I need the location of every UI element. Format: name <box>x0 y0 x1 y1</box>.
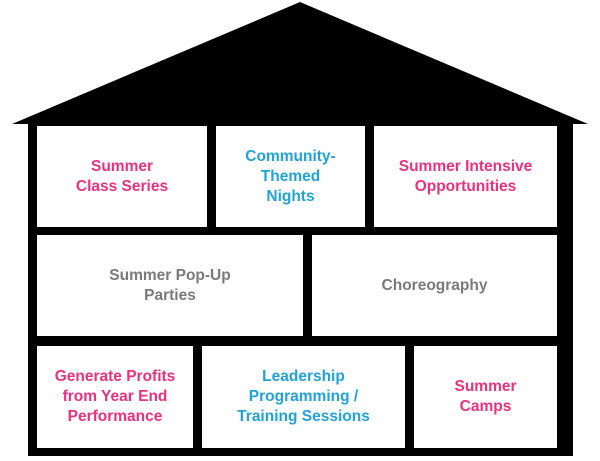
roof <box>12 2 588 124</box>
room-label: Community- Themed Nights <box>245 147 336 205</box>
house-body: Summer Class Series Community- Themed Ni… <box>28 118 573 456</box>
room-community-themed-nights: Community- Themed Nights <box>216 126 365 227</box>
room-leadership-programming: Leadership Programming / Training Sessio… <box>202 346 405 448</box>
room-label: Summer Camps <box>454 378 517 415</box>
room-label: Choreography <box>381 276 488 294</box>
room-summer-pop-up-parties: Summer Pop-Up Parties <box>37 235 303 336</box>
room-label: Leadership Programming / Training Sessio… <box>237 368 370 425</box>
room-summer-class-series: Summer Class Series <box>37 126 207 227</box>
room-label: Generate Profits from Year End Performan… <box>54 368 176 425</box>
room-summer-intensive-opportunities: Summer Intensive Opportunities <box>374 126 557 227</box>
room-label: Summer Intensive Opportunities <box>398 157 533 195</box>
room-label: Summer Pop-Up Parties <box>109 266 231 304</box>
room-summer-camps: Summer Camps <box>414 346 557 448</box>
room-generate-profits: Generate Profits from Year End Performan… <box>37 346 193 448</box>
room-choreography: Choreography <box>312 235 557 336</box>
room-label: Summer Class Series <box>75 157 169 195</box>
